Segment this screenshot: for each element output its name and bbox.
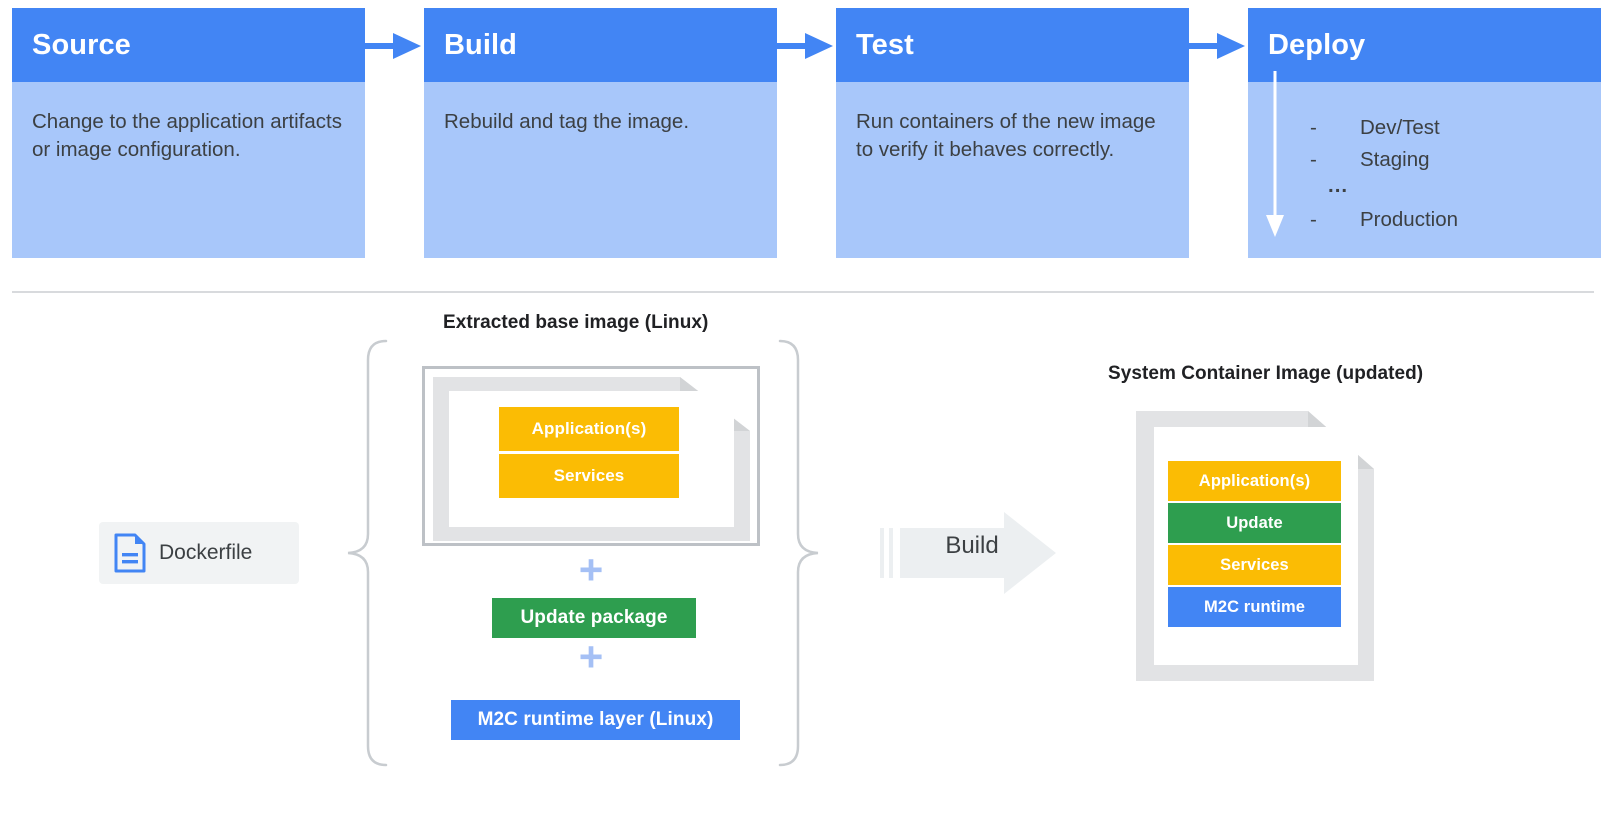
arrow-right-icon-source-to-build xyxy=(365,33,421,59)
deploy-bullet: - xyxy=(1310,116,1317,139)
build-arrow-icon xyxy=(880,512,1056,594)
stage-description-test: Run containers of the new image to verif… xyxy=(856,110,1156,161)
deploy-env-label: Dev/Test xyxy=(1360,116,1440,139)
base-image-caption: Extracted base image (Linux) xyxy=(443,312,709,333)
layer-update: Update xyxy=(1168,503,1341,543)
stage-header-build: Build xyxy=(424,8,777,82)
deploy-env-staging: - Staging xyxy=(1310,144,1570,176)
stage-title-source: Source xyxy=(32,28,131,61)
deploy-environment-list: - Dev/Test - Staging ... - Production xyxy=(1310,112,1570,236)
deploy-bullet: - xyxy=(1310,208,1317,231)
image-build-diagram: Extracted base image (Linux) System Cont… xyxy=(0,300,1606,822)
layer-applications: Application(s) xyxy=(1168,461,1341,501)
deploy-env-dev-test: - Dev/Test xyxy=(1310,112,1570,144)
system-container-caption: System Container Image (updated) xyxy=(1108,363,1424,384)
stage-card-build: Build Rebuild and tag the image. xyxy=(424,8,777,258)
deploy-env-ellipsis: ... xyxy=(1328,174,1349,197)
stage-title-deploy: Deploy xyxy=(1268,28,1366,61)
deploy-env-label: Staging xyxy=(1360,148,1430,171)
stage-card-deploy: Deploy - Dev/Test - Staging ... xyxy=(1248,8,1601,258)
base-image-layer-stack: Application(s) Services xyxy=(499,407,679,498)
arrow-right-icon-build-to-test xyxy=(777,33,833,59)
stage-body-deploy: - Dev/Test - Staging ... - Production xyxy=(1248,71,1601,258)
deploy-bullet: - xyxy=(1310,148,1317,171)
m2c-runtime-layer-box: M2C runtime layer (Linux) xyxy=(451,700,740,740)
plus-sign-2: + xyxy=(578,633,604,680)
deploy-env-label: Production xyxy=(1360,208,1459,231)
cicd-pipeline: Source Change to the application artifac… xyxy=(0,0,1606,262)
stage-title-test: Test xyxy=(856,28,914,61)
deploy-env-production: - Production xyxy=(1310,204,1570,236)
layer-services: Services xyxy=(499,454,679,498)
deploy-progression-arrow-icon xyxy=(1266,71,1284,237)
stage-header-deploy: Deploy xyxy=(1248,8,1601,82)
left-curly-brace xyxy=(347,339,388,767)
file-icon xyxy=(114,533,146,573)
stage-body-source: Change to the application artifacts or i… xyxy=(12,82,365,258)
system-container-layer-stack: Application(s) Update Services M2C runti… xyxy=(1168,461,1341,627)
stage-title-build: Build xyxy=(444,28,517,61)
stage-card-test: Test Run containers of the new image to … xyxy=(836,8,1189,258)
dockerfile-chip[interactable]: Dockerfile xyxy=(99,522,299,584)
layer-services: Services xyxy=(1168,545,1341,585)
arrow-right-icon-test-to-deploy xyxy=(1189,33,1245,59)
layer-applications: Application(s) xyxy=(499,407,679,451)
stage-header-test: Test xyxy=(836,8,1189,82)
update-package-box: Update package xyxy=(492,598,696,638)
stage-description-build: Rebuild and tag the image. xyxy=(444,110,690,133)
right-curly-brace xyxy=(778,339,819,767)
layer-m2c-runtime: M2C runtime xyxy=(1168,587,1341,627)
stage-body-build: Rebuild and tag the image. xyxy=(424,82,777,258)
plus-sign-1: + xyxy=(578,546,604,593)
stage-card-source: Source Change to the application artifac… xyxy=(12,8,365,258)
section-divider xyxy=(12,291,1594,293)
extracted-base-image-box: Application(s) Services xyxy=(422,366,760,546)
stage-description-source: Change to the application artifacts or i… xyxy=(32,110,342,161)
stage-header-source: Source xyxy=(12,8,365,82)
dockerfile-label: Dockerfile xyxy=(159,541,253,564)
stage-body-test: Run containers of the new image to verif… xyxy=(836,82,1189,258)
